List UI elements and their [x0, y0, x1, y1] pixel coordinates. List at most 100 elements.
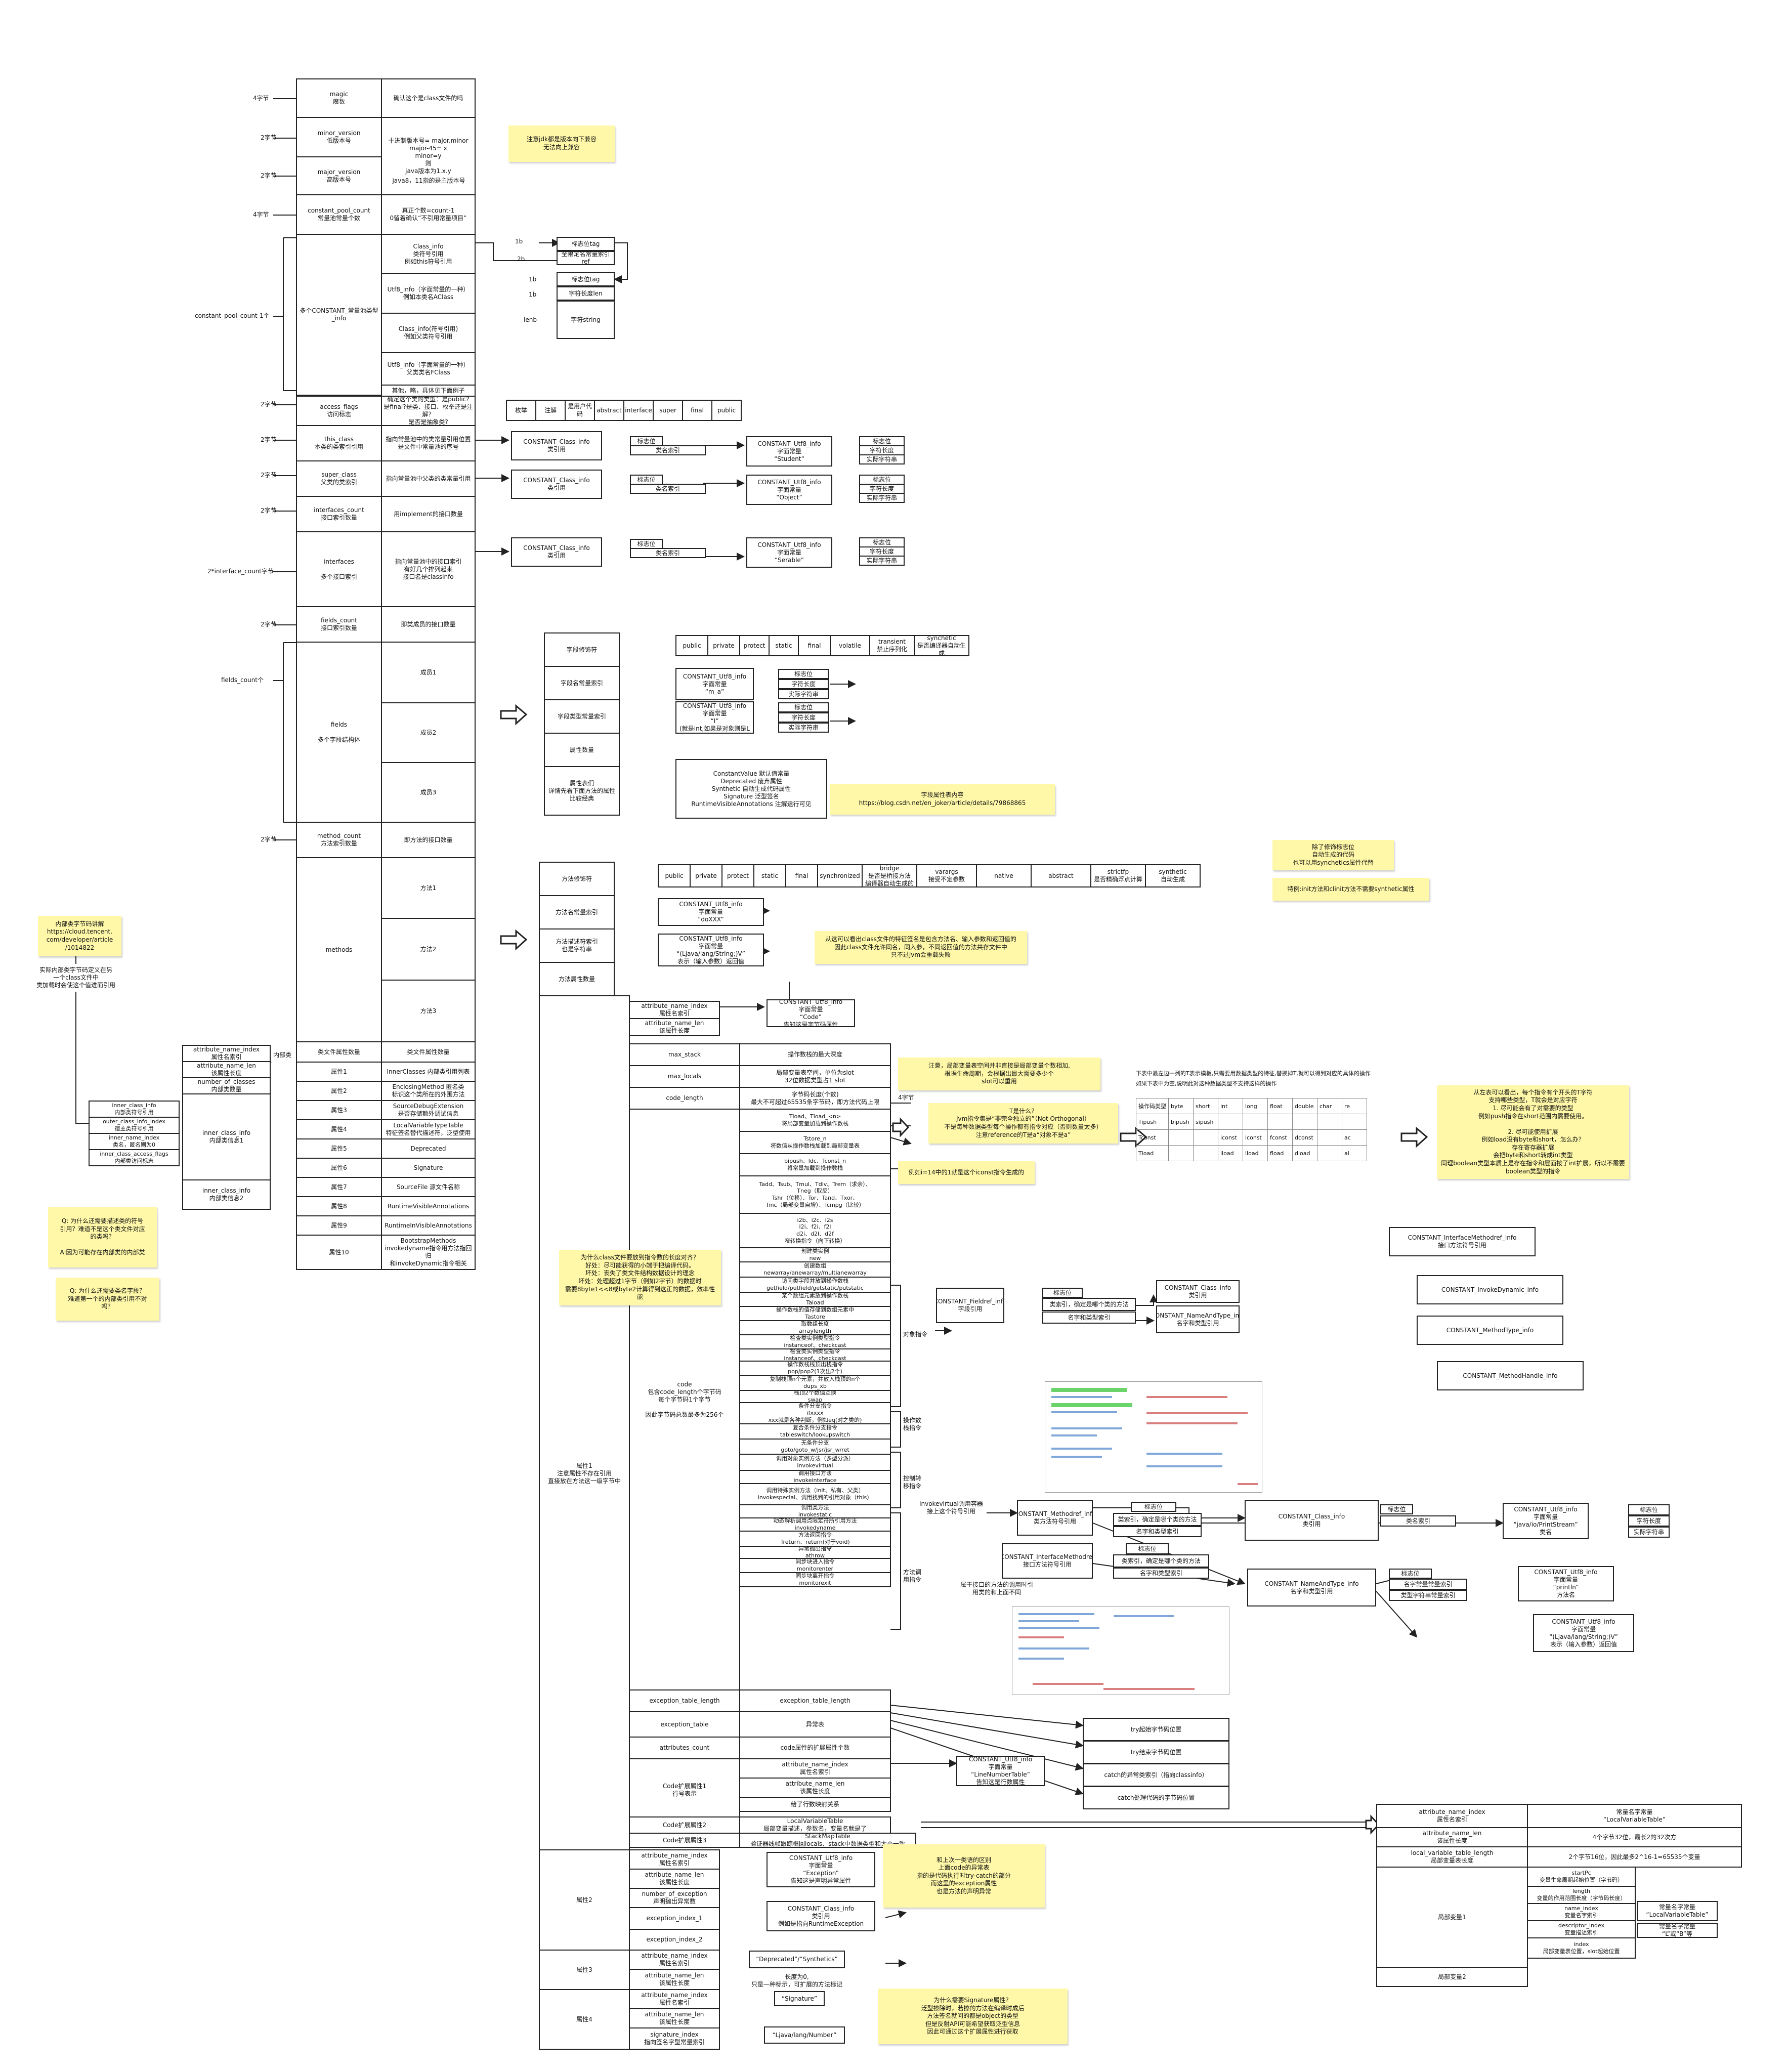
type-table-cell: iconst: [1218, 1129, 1243, 1146]
utf8-part: 标志位: [778, 702, 829, 712]
cp-utf8-info: Utf8_info（字面常量的一种） 例如本类名AClass: [381, 273, 476, 314]
class-attribute-1: 属性1: [296, 1062, 382, 1082]
major-version: major_version 高版本号: [296, 156, 382, 195]
instruction-group-label: 操作数 栈指令: [903, 1417, 922, 1431]
type-table-cell: dconst: [1292, 1129, 1317, 1146]
exception-entry: catch的异常类索引（指向classinfo）: [1083, 1763, 1229, 1787]
method-modifier-bit: synchronized: [817, 864, 863, 887]
instruction-entry: Tload、Tload_<n> 将局部变量加载到操作数栈: [739, 1109, 891, 1132]
instruction-entry: 访问类字段并放到操作数栈 getfield/putfield/getstatic…: [739, 1277, 891, 1293]
type-table-cell: [1317, 1145, 1342, 1161]
class-attribute-7-desc: SourceFile 源文件名称: [381, 1177, 476, 1197]
utf8-part: 实际字符串: [778, 723, 829, 733]
access-flags-desc: 确定这个类的类型：是public? 是final?是类、接口、枚举还是注解？ 是…: [381, 396, 476, 426]
interface-utf8: CONSTANT_Utf8_info 字面常量 “Serable”: [746, 537, 832, 568]
lvt-name-len: attribute_name_len 该属性长度: [1376, 1827, 1528, 1847]
class-attribute-7: 属性7: [296, 1177, 382, 1197]
method-name-utf8: CONSTANT_Utf8_info 字面常量 “doXXX”: [658, 898, 764, 926]
methodref-info: CONSTANT_Methodref_info 类方法符号引用: [1017, 1500, 1093, 1536]
instruction-entry: 取数组长度 arraylength: [739, 1320, 891, 1335]
cp-class-info: Class_info 类符号引用 例如this符号引用: [381, 234, 476, 274]
super-class-utf8: CONSTANT_Utf8_info 字面常量 “Object”: [746, 475, 832, 505]
note-widening: 从左表可以看出，每个指令有个开头的T字符 支持哪些类型，T就会是对应字符 1. …: [1437, 1085, 1629, 1179]
code-bytes: code 包含code_length个字节码 每个字节码1个字节 因此字节码总数…: [629, 1109, 740, 1690]
method-modifier-bit: private: [690, 864, 722, 887]
local-variable-field: startPc 变量生命周期起始位置（字节码）: [1527, 1867, 1636, 1887]
code-length: code_length: [629, 1087, 740, 1110]
max-stack: max_stack: [629, 1043, 740, 1066]
local-variable-2: 局部变量2: [1376, 1967, 1528, 1987]
println-utf8: CONSTANT_Utf8_info 字面常量 “println” 方法名: [1518, 1566, 1614, 1601]
tag-field: 标志位: [1131, 1502, 1176, 1512]
type-table-cell: lconst: [1243, 1129, 1268, 1146]
name-index: 类名索引: [630, 445, 706, 455]
interfaces-count: interfaces_count 接口索引数量: [296, 496, 382, 532]
class-attribute-10: 属性10: [296, 1235, 382, 1270]
super-class: super_class 父类的类索引: [296, 460, 382, 497]
method-descriptor-utf8: CONSTANT_Utf8_info 字面常量 “(Ljava/lang/Str…: [658, 934, 764, 966]
instruction-entry: 某个数组元素放到操作数栈 Taload: [739, 1292, 891, 1307]
magic-desc: 确认这个是class文件的吗: [381, 78, 476, 118]
line-mapping: 给了行数映射关系: [739, 1797, 891, 1812]
fqname-ref: 全限定名常量索引ref: [557, 251, 615, 265]
code-ext-attr-1: Code扩展属性1 行号表示: [629, 1758, 740, 1822]
size-label: 2字节: [261, 621, 277, 628]
cp-other: 其他，略，具体见下面例子: [381, 385, 476, 397]
exception-utf8: CONSTANT_Utf8_info 字面常量 “Exception” 告知这是…: [767, 1852, 875, 1887]
exception-table-length-desc: exception_table_length: [739, 1689, 891, 1712]
invokeinterface-note: 属于接口的方法的调用时引 用类的和上面不同: [960, 1581, 1033, 1596]
method-1: 方法1: [381, 857, 476, 919]
exception-index-2: exception_index_2: [629, 1929, 720, 1951]
lvt-name-index: attribute_name_index 属性名索引: [1376, 1804, 1528, 1828]
inner-class-field: outer_class_info_index 宿主类符号引用: [89, 1117, 180, 1134]
fields-count-desc: 即类成员的接口数量: [381, 606, 476, 643]
note-alignment: 为什么class文件要放到指令数的长度对齐？ 好处：尽可能获得的小端于把编译代码…: [559, 1250, 721, 1305]
access-flag-bit: abstract: [594, 400, 624, 421]
zero-length-note: 长度为0, 只是一种标示，可扩展的方法标记: [744, 1971, 850, 1991]
local-variable-field: name_index 变量名字索引: [1527, 1903, 1636, 1921]
field-modifier-bit: synchetic 是否编译器自动生成: [914, 635, 969, 656]
note-overload: 从这可以看出class文件的特征签名是包含方法名、输入参数和返回值的 因此cla…: [815, 931, 1027, 964]
name-index: 名字常量常量索引: [1389, 1579, 1467, 1590]
class-attribute-2-desc: EnclosingMethod 匿名类 标识这个类所在的外围方法: [381, 1081, 476, 1101]
class-info: CONSTANT_Class_info 类引用: [1156, 1280, 1240, 1303]
size-label: 2字节: [261, 134, 277, 141]
inner-class-label: 内部类: [273, 1051, 292, 1059]
field-attributes: 属性表们 详情先看下面方法的属性 比较经典: [544, 766, 620, 816]
tag-field: 标志位: [1042, 1288, 1083, 1298]
bytecode-screenshot: [1045, 1381, 1262, 1493]
type-table-cell: char: [1317, 1098, 1342, 1114]
descriptor-utf8: CONSTANT_Utf8_info 字面常量 “(Ljava/lang/Str…: [1533, 1614, 1634, 1652]
name-index: 类名索引: [1380, 1515, 1456, 1527]
class-index: 类索引，确定是哪个类的方法: [1113, 1513, 1202, 1526]
class-attribute-2: 属性2: [296, 1081, 382, 1101]
type-table-cell: [1267, 1114, 1293, 1130]
note-orthogonal: T是什么？ jvm指令集是“非完全独立的”（Not Orthogonal） 不是…: [928, 1103, 1118, 1144]
field-member-2: 成员2: [381, 702, 476, 763]
size-label: fields_count个: [221, 676, 264, 684]
type-table-cell: [1317, 1129, 1342, 1146]
method-modifier-bit: static: [753, 864, 786, 887]
attribute-name-index: attribute_name_index 属性名索引: [629, 1989, 720, 2009]
version-desc: 十进制版本号= major.minor major-45= x minor=y …: [381, 117, 476, 195]
attribute-name-len: attribute_name_len 该属性长度: [739, 1778, 891, 1798]
type-table-cell: dload: [1292, 1145, 1317, 1161]
size-label: lenb: [524, 316, 537, 323]
method-3: 方法3: [381, 980, 476, 1042]
size-label: 2字节: [261, 401, 277, 408]
type-table-cell: int: [1218, 1098, 1243, 1114]
instruction-group-label: 对象指令: [903, 1331, 928, 1338]
instruction-entry: 调用接口方法 invokeinterface: [739, 1470, 891, 1484]
lvt-name-const: 常量名字常量 “LocalVariableTable”: [1637, 1901, 1718, 1921]
instruction-entry: 复制栈顶n个元素，并放入栈顶的n个 dups_xb: [739, 1375, 891, 1391]
string-field: 实际字符串: [859, 493, 905, 503]
method-modifier-bit: protect: [721, 864, 754, 887]
field-member-1: 成员1: [381, 642, 476, 703]
lvt-name-value: 常量名字常量 “LocalVariableTable”: [1527, 1804, 1742, 1828]
utf8-part: 标志位: [778, 669, 829, 679]
type-table-cell: [1292, 1114, 1317, 1130]
name-and-type-info: CONSTANT_NameAndType_info 名字和类型引用: [1156, 1305, 1240, 1333]
type-table-cell: fconst: [1267, 1129, 1293, 1146]
